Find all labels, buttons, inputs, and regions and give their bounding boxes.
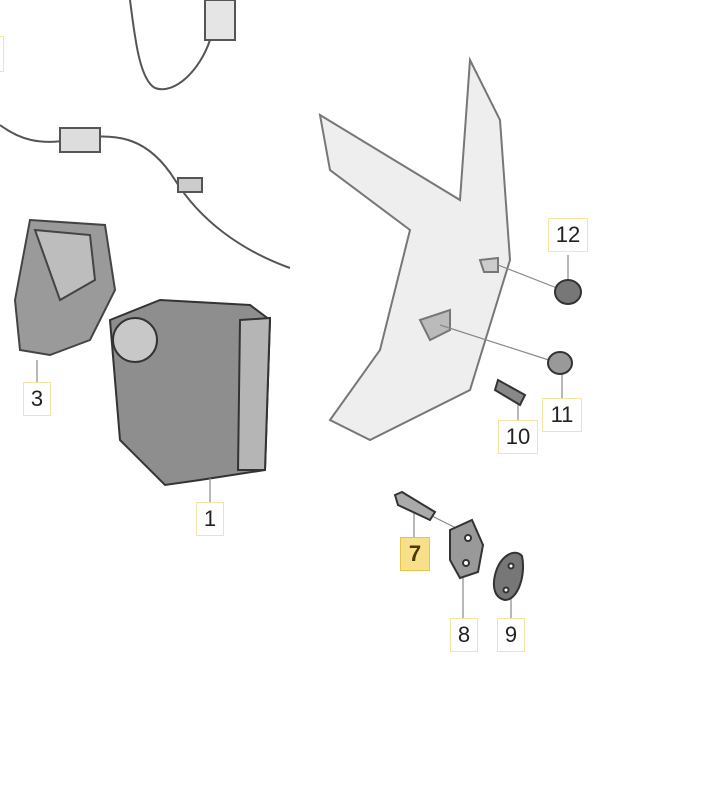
label-12[interactable]: 12 (548, 218, 588, 252)
lock-part-3 (13, 218, 117, 357)
striker-part-8 (449, 518, 485, 580)
bolt-part-10 (493, 378, 527, 407)
door-frame (318, 56, 512, 442)
grommet-part-11 (547, 351, 573, 375)
label-11[interactable]: 11 (542, 398, 582, 432)
gasket-part-9 (492, 551, 524, 602)
door-lock-part-1 (108, 298, 272, 487)
cable-assembly (0, 0, 291, 269)
label-7-highlighted[interactable]: 7 (400, 537, 430, 571)
cap-part-12 (554, 279, 582, 305)
label-1[interactable]: 1 (196, 502, 224, 536)
label-3[interactable]: 3 (23, 382, 51, 416)
leader-lines (36, 255, 569, 618)
label-9[interactable]: 9 (497, 618, 525, 652)
label-10[interactable]: 10 (498, 420, 538, 454)
label-partial[interactable] (0, 36, 4, 72)
screw-part-7 (393, 490, 437, 522)
label-8[interactable]: 8 (450, 618, 478, 652)
